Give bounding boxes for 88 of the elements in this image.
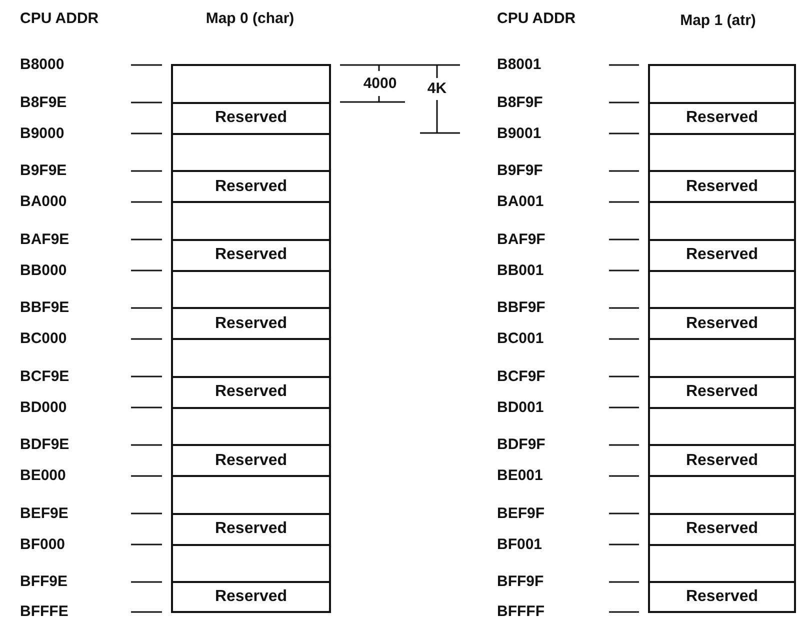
reserved-memory-block	[171, 170, 331, 203]
reserved-memory-block	[171, 102, 331, 134]
address-label: BFFFE	[20, 603, 68, 620]
reserved-memory-block	[171, 512, 331, 546]
dimension-label: 4K	[427, 80, 447, 98]
block-label: Reserved	[214, 246, 288, 264]
map-title: Map 0 (char)	[206, 10, 294, 28]
memory-block	[171, 64, 331, 104]
address-label: BB000	[20, 262, 67, 280]
memory-block	[171, 201, 331, 240]
memory-block	[648, 270, 796, 309]
memory-block	[171, 132, 331, 172]
memory-block	[648, 64, 796, 104]
address-label: BFFFF	[497, 603, 544, 620]
memory-block	[648, 475, 796, 514]
address-label: BC000	[20, 330, 67, 348]
address-label: BC001	[497, 330, 544, 348]
reserved-memory-block	[648, 307, 796, 340]
memory-block	[648, 132, 796, 172]
memory-block	[648, 338, 796, 378]
address-label: BAF9F	[497, 230, 546, 248]
block-label: Reserved	[686, 109, 758, 127]
address-label: B9F9E	[20, 162, 67, 180]
reserved-memory-block	[648, 444, 796, 477]
address-label: B8F9F	[497, 94, 543, 112]
reserved-memory-block	[171, 581, 331, 613]
address-label: BDF9E	[20, 436, 70, 454]
block-label: Reserved	[214, 109, 288, 127]
memory-block	[171, 406, 331, 446]
reserved-memory-block	[648, 102, 796, 134]
address-label: BA001	[497, 193, 544, 211]
memory-block	[648, 406, 796, 446]
block-label: Reserved	[686, 588, 758, 606]
block-label: Reserved	[686, 246, 758, 264]
address-label: B8000	[20, 56, 64, 74]
reserved-memory-block	[648, 238, 796, 272]
reserved-memory-block	[171, 376, 331, 408]
address-label: BE001	[497, 467, 543, 485]
address-label: B9001	[497, 124, 542, 142]
block-label: Reserved	[686, 383, 758, 401]
address-label: BDF9F	[497, 436, 546, 454]
address-label: BE000	[20, 467, 66, 485]
address-label: BEF9F	[497, 504, 545, 522]
address-label: BCF9F	[497, 368, 546, 386]
memory-block	[171, 475, 331, 514]
address-label: BBF9F	[497, 299, 546, 317]
block-label: Reserved	[214, 383, 288, 401]
column-heading: CPU ADDR	[497, 10, 576, 28]
address-label: BD000	[20, 398, 67, 416]
block-label: Reserved	[686, 452, 758, 470]
address-label: B8F9E	[20, 94, 67, 112]
block-label: Reserved	[214, 314, 288, 332]
block-label: Reserved	[214, 178, 288, 196]
block-label: Reserved	[214, 520, 288, 538]
address-label: BA000	[20, 193, 67, 211]
block-label: Reserved	[686, 520, 758, 538]
map-title: Map 1 (atr)	[680, 12, 756, 30]
address-label: B8001	[497, 56, 542, 74]
reserved-memory-block	[648, 512, 796, 546]
memory-block	[171, 544, 331, 583]
address-label: BBF9E	[20, 299, 70, 317]
column-heading: CPU ADDR	[20, 10, 99, 28]
reserved-memory-block	[648, 170, 796, 203]
reserved-memory-block	[648, 376, 796, 408]
block-label: Reserved	[214, 452, 288, 470]
memory-block	[171, 338, 331, 378]
address-label: BFF9E	[20, 573, 68, 591]
address-label: BEF9E	[20, 504, 68, 522]
reserved-memory-block	[171, 307, 331, 340]
address-label: BF000	[20, 536, 66, 554]
address-label: BB001	[497, 262, 544, 280]
block-label: Reserved	[214, 588, 288, 606]
address-label: BD001	[497, 398, 544, 416]
block-label: Reserved	[686, 178, 758, 196]
address-label: BCF9E	[20, 368, 70, 386]
address-label: BFF9F	[497, 573, 544, 591]
address-label: BAF9E	[20, 230, 70, 248]
address-label: BF001	[497, 536, 542, 554]
memory-block	[648, 544, 796, 583]
reserved-memory-block	[171, 444, 331, 477]
dimension-label: 4000	[363, 75, 397, 93]
address-label: B9F9F	[497, 162, 543, 180]
address-label: B9000	[20, 124, 64, 142]
memory-block	[648, 201, 796, 240]
block-label: Reserved	[686, 314, 758, 332]
reserved-memory-block	[648, 581, 796, 613]
reserved-memory-block	[171, 238, 331, 272]
memory-block	[171, 270, 331, 309]
